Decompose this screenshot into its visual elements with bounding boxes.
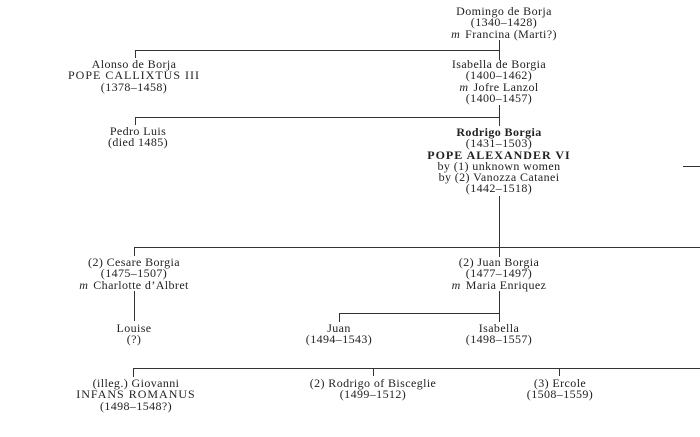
dates: (1340–1428)	[470, 15, 538, 30]
person-isabella: Isabella (1498–1557)	[465, 321, 533, 347]
name: Juan	[327, 321, 351, 335]
name: Isabella	[478, 321, 520, 335]
spouse-dates: (1400–1457)	[465, 90, 533, 105]
partner-1: by (1) unknown women	[437, 158, 561, 173]
connector	[134, 291, 135, 321]
name: Louise	[116, 321, 152, 335]
name: Pedro Luis	[109, 124, 167, 138]
person-rodrigo-borgia: Rodrigo Borgia (1431–1503) POPE ALEXANDE…	[427, 125, 571, 196]
title: POPE ALEXANDER VI	[427, 147, 571, 162]
person-pedro-luis: Pedro Luis (died 1485)	[107, 124, 169, 150]
connector	[499, 291, 500, 322]
connector	[339, 313, 499, 314]
connector	[133, 368, 700, 369]
name: (2) Juan Borgia	[458, 255, 540, 269]
name: (2) Rodrigo of Bisceglie	[309, 376, 437, 390]
name: (3) Ercole	[533, 376, 587, 390]
dates: (1508–1559)	[526, 387, 594, 402]
partner-2-dates: (1442–1518)	[465, 181, 533, 196]
dates: (died 1485)	[107, 135, 169, 150]
connector	[559, 368, 560, 376]
dates: (1494–1543)	[305, 332, 373, 347]
dates: (1498–1548?)	[99, 398, 173, 413]
connector	[373, 368, 374, 376]
title: POPE CALLIXTUS III	[68, 68, 200, 83]
dates: (1431–1503)	[465, 136, 533, 151]
person-juan: Juan (1494–1543)	[305, 321, 373, 347]
partner-2: by (2) Vanozza Catanei	[438, 170, 560, 185]
connector	[134, 247, 135, 256]
person-ercole: (3) Ercole (1508–1559)	[526, 376, 594, 402]
name: Isabella de Borgia	[451, 57, 547, 71]
title: INFANS ROMANUS	[76, 387, 196, 402]
name: (illeg.) Giovanni	[92, 376, 180, 390]
connector	[135, 117, 500, 118]
dates: (?)	[126, 332, 142, 347]
person-giovanni: (illeg.) Giovanni INFANS ROMANUS (1498–1…	[76, 376, 196, 413]
connector	[683, 166, 700, 167]
connector	[499, 196, 500, 257]
dates: (1400–1462)	[465, 68, 533, 83]
connector	[135, 117, 136, 125]
connector	[133, 368, 134, 377]
person-louise: Louise (?)	[116, 321, 152, 347]
name: Domingo de Borja	[456, 4, 552, 18]
dates: (1499–1512)	[339, 387, 407, 402]
connector	[339, 313, 340, 322]
dates: (1475–1507)	[100, 266, 168, 281]
name: (2) Cesare Borgia	[88, 255, 180, 269]
dates: (1498–1557)	[465, 332, 533, 347]
person-rodrigo-of-bisceglie: (2) Rodrigo of Bisceglie (1499–1512)	[309, 376, 437, 402]
connector	[134, 247, 700, 248]
dates: (1378–1458)	[100, 79, 168, 94]
name: Rodrigo Borgia	[456, 125, 542, 139]
connector	[135, 50, 500, 51]
person-alonso: Alonso de Borja POPE CALLIXTUS III (1378…	[68, 57, 200, 94]
name: Alonso de Borja	[91, 57, 177, 71]
connector	[499, 105, 500, 126]
dates: (1477–1497)	[465, 266, 533, 281]
connector	[135, 50, 136, 58]
